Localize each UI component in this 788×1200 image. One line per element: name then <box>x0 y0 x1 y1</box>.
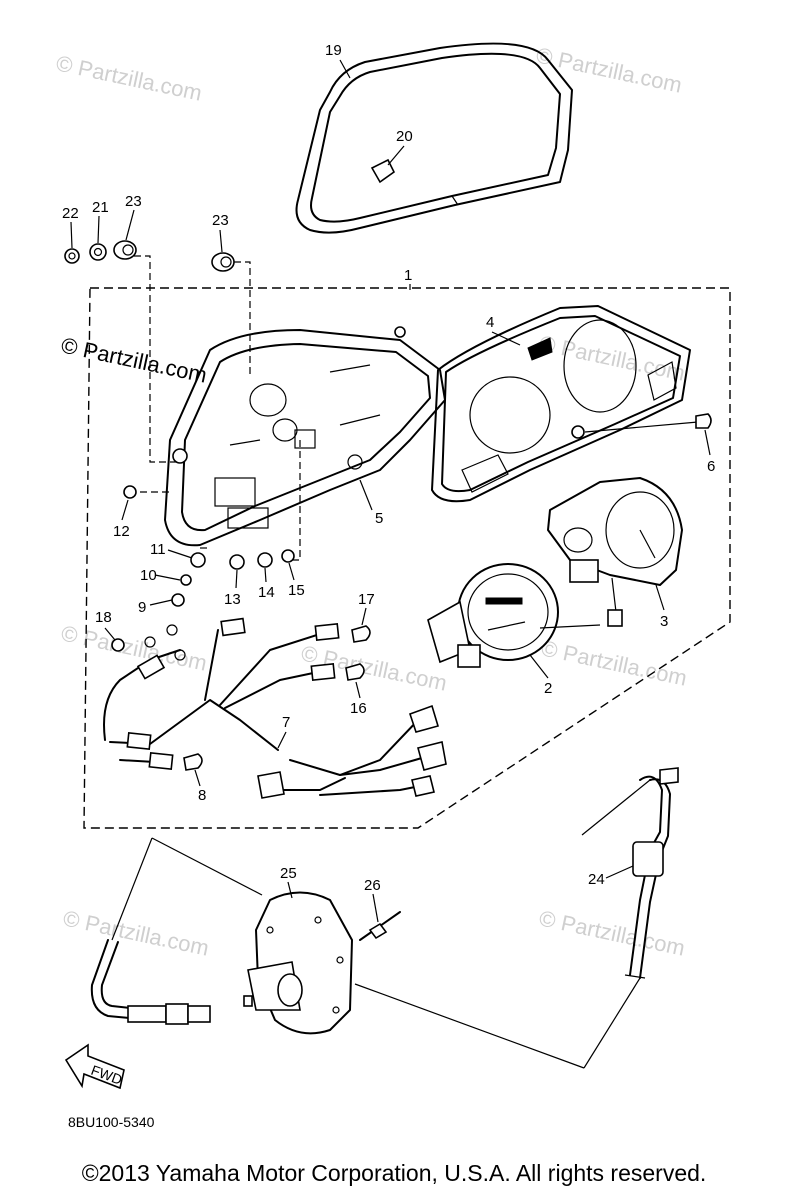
callout-20: 20 <box>396 128 413 145</box>
callout-16: 16 <box>350 700 367 717</box>
callout-14: 14 <box>258 584 275 601</box>
drive-gear-25 <box>243 891 353 1035</box>
callout-13: 13 <box>224 591 241 608</box>
speedometer-cable-24 <box>624 767 679 979</box>
pin-26 <box>359 911 401 941</box>
callout-23b: 23 <box>212 212 229 229</box>
dashed-leaders <box>134 255 301 561</box>
fwd-arrow-icon: FWD <box>64 1043 125 1090</box>
callout-4: 4 <box>486 314 494 331</box>
watermark: © Partzilla.com <box>537 905 687 960</box>
callout-15: 15 <box>288 582 305 599</box>
callout-24: 24 <box>588 871 605 888</box>
tachometer-3 <box>547 477 683 627</box>
callout-7: 7 <box>282 714 290 731</box>
watermark: © Partzilla.com <box>59 620 209 675</box>
callout-leaders <box>70 59 711 923</box>
callout-11: 11 <box>150 541 166 558</box>
callout-1: 1 <box>404 267 412 284</box>
fwd-label: FWD <box>89 1062 124 1088</box>
callout-8: 8 <box>198 787 206 804</box>
copyright-notice: ©2013 Yamaha Motor Corporation, U.S.A. A… <box>81 1160 707 1186</box>
meter-case-5 <box>164 326 446 547</box>
callout-labels: 1 2 3 4 5 6 7 8 9 10 11 12 13 14 15 16 1… <box>62 42 715 894</box>
meter-panel-4 <box>431 305 691 503</box>
fasteners <box>111 485 295 652</box>
callout-2: 2 <box>544 680 552 697</box>
callout-3: 3 <box>660 613 668 630</box>
callout-9: 9 <box>138 599 146 616</box>
callout-17: 17 <box>358 591 375 608</box>
callout-26: 26 <box>364 877 381 894</box>
bulbs <box>183 625 371 771</box>
callout-5: 5 <box>375 510 383 527</box>
assembly-boundary-1 <box>83 287 731 829</box>
watermark: © Partzilla.com <box>54 50 204 105</box>
meter-cover-19 <box>295 42 573 234</box>
cable-end <box>90 939 211 1025</box>
callout-10: 10 <box>140 567 157 584</box>
watermark: © Partzilla.com <box>539 635 689 690</box>
connector-lines <box>111 779 651 1069</box>
bracket-20 <box>370 158 396 184</box>
callout-23: 23 <box>125 193 142 210</box>
callout-22: 22 <box>62 205 79 222</box>
speedometer-2 <box>427 563 601 668</box>
callout-12: 12 <box>113 523 130 540</box>
callout-6: 6 <box>707 458 715 475</box>
watermark-layer: © Partzilla.com © Partzilla.com © Partzi… <box>54 42 689 960</box>
callout-25: 25 <box>280 865 297 882</box>
callout-21: 21 <box>92 199 109 216</box>
small-parts-top <box>64 240 235 272</box>
screw-6 <box>584 413 712 433</box>
callout-18: 18 <box>95 609 112 626</box>
wire-harness-7 <box>103 617 447 799</box>
callout-19: 19 <box>325 42 342 59</box>
diagram-code: 8BU100-5340 <box>68 1114 155 1130</box>
watermark: © Partzilla.com <box>59 332 209 387</box>
watermark: © Partzilla.com <box>61 905 211 960</box>
